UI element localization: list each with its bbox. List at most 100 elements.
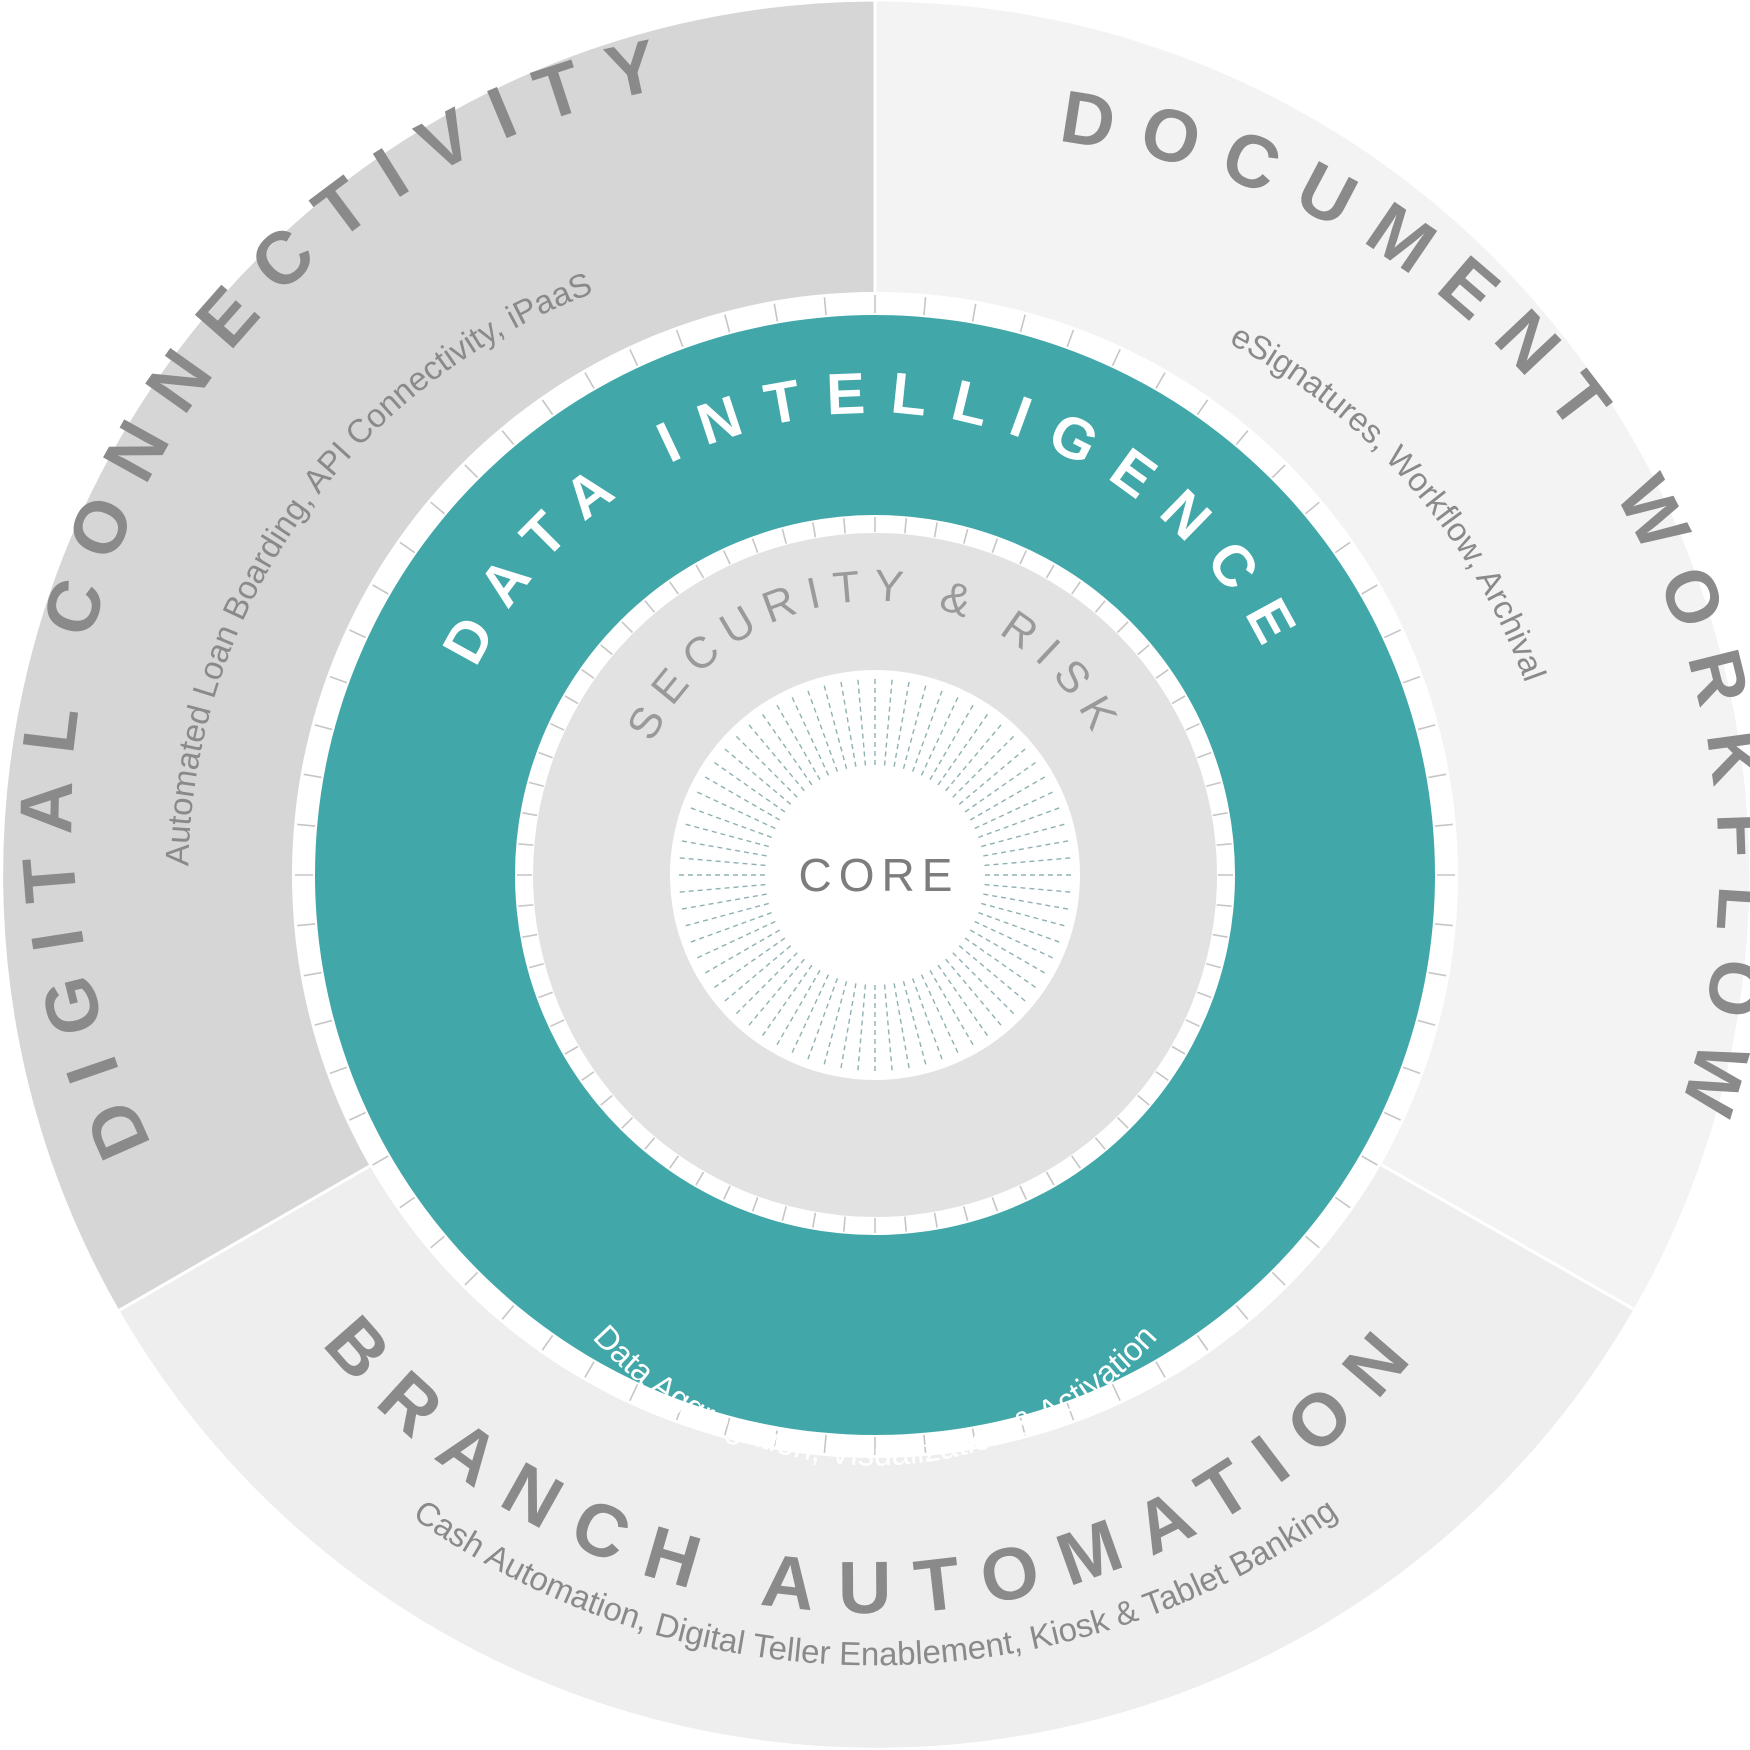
core-label: CORE	[799, 849, 960, 901]
inner-ring-tick	[669, 1155, 679, 1169]
inner-ring-tick	[751, 1197, 759, 1212]
inner-ring-tick	[1171, 695, 1186, 705]
inner-ring-tick	[550, 1019, 565, 1028]
inner-ring-tick	[1137, 1094, 1150, 1106]
outer-ring-tick	[773, 1428, 779, 1447]
outer-ring-tick	[584, 1361, 595, 1378]
inner-ring-tick	[564, 1045, 579, 1055]
outer-ring-tick	[823, 297, 827, 316]
outer-ring-tick	[724, 1417, 731, 1436]
outer-ring-tick	[1334, 1196, 1351, 1209]
outer-ring-tick	[1361, 584, 1378, 595]
inner-ring-tick	[621, 621, 634, 634]
inner-ring-tick	[518, 843, 534, 846]
outer-ring-tick	[349, 629, 366, 639]
outer-ring-tick	[464, 1271, 479, 1286]
inner-ring-tick	[722, 1185, 731, 1200]
inner-ring-tick	[644, 600, 656, 613]
inner-ring-tick	[695, 564, 705, 579]
inner-ring-tick	[1212, 933, 1228, 938]
outer-ring-tick	[1334, 541, 1351, 554]
outer-ring-tick	[430, 501, 445, 515]
outer-ring-tick	[1271, 464, 1286, 479]
outer-ring-tick	[773, 303, 779, 322]
inner-ring-tick	[781, 528, 788, 544]
inner-ring-tick	[1155, 1071, 1169, 1081]
outer-ring-tick	[923, 1434, 927, 1453]
outer-ring-tick	[372, 584, 389, 595]
outer-ring-tick	[501, 430, 515, 445]
inner-ring-tick	[781, 1206, 788, 1222]
inner-ring-tick	[1216, 843, 1232, 846]
outer-ring-tick	[1155, 1361, 1166, 1378]
inner-ring-tick	[581, 1071, 595, 1081]
outer-ring-tick	[314, 1019, 333, 1026]
inner-ring-tick	[1171, 1045, 1186, 1055]
outer-ring-tick	[1235, 430, 1249, 445]
outer-ring-tick	[297, 923, 316, 927]
inner-ring-tick	[528, 962, 544, 969]
outer-ring-tick	[971, 303, 977, 322]
outer-ring-tick	[675, 1402, 684, 1421]
inner-ring-tick	[1071, 581, 1081, 595]
outer-ring-tick	[1196, 399, 1209, 416]
outer-ring-tick	[1019, 314, 1026, 333]
inner-ring-tick	[538, 991, 553, 999]
outer-ring-tick	[303, 773, 322, 779]
inner-ring-tick	[1045, 564, 1055, 579]
inner-ring-tick	[1197, 751, 1212, 759]
outer-ring-tick	[629, 1384, 639, 1401]
inner-ring-tick	[644, 1137, 656, 1150]
inner-ring-tick	[991, 538, 999, 553]
inner-ring-tick	[522, 812, 538, 817]
inner-ring-tick	[550, 722, 565, 731]
outer-ring-tick	[1402, 675, 1421, 684]
inner-ring-tick	[1094, 1137, 1106, 1150]
outer-ring-tick	[1417, 724, 1436, 731]
inner-ring-tick	[962, 1206, 969, 1222]
outer-ring-tick	[823, 1434, 827, 1453]
inner-ring-tick	[1116, 621, 1129, 634]
outer-ring-tick	[303, 971, 322, 977]
inner-ring-tick	[695, 1171, 705, 1186]
outer-ring-tick	[541, 1334, 554, 1351]
inner-ring-tick	[581, 669, 595, 679]
outer-ring-tick	[329, 675, 348, 684]
outer-ring-tick	[1196, 1334, 1209, 1351]
inner-ring-tick	[812, 522, 817, 538]
inner-ring-tick	[1206, 781, 1222, 788]
outer-ring-tick	[1305, 501, 1320, 515]
inner-ring-tick	[1019, 1185, 1028, 1200]
core-circle	[670, 670, 1080, 1080]
inner-ring-tick	[904, 1216, 907, 1232]
outer-ring-tick	[399, 1196, 416, 1209]
outer-ring-tick	[923, 297, 927, 316]
inner-ring-tick	[904, 518, 907, 534]
inner-ring-tick	[1216, 904, 1232, 907]
outer-ring-tick	[349, 1111, 366, 1121]
inner-ring-tick	[522, 933, 538, 938]
outer-ring-tick	[541, 399, 554, 416]
inner-ring-tick	[564, 695, 579, 705]
outer-ring-tick	[1155, 372, 1166, 389]
outer-ring-tick	[372, 1155, 389, 1166]
inner-ring-tick	[722, 550, 731, 565]
inner-ring-tick	[1137, 644, 1150, 656]
outer-ring-tick	[399, 541, 416, 554]
outer-ring-tick	[1417, 1019, 1436, 1026]
outer-ring-tick	[1066, 1402, 1075, 1421]
inner-ring-ticks	[517, 517, 1233, 1233]
outer-ring-tick	[501, 1305, 515, 1320]
outer-ring-tick	[1428, 773, 1447, 779]
outer-ring-tick	[1111, 1384, 1121, 1401]
outer-ring-tick	[1384, 629, 1401, 639]
outer-ring-tick	[1305, 1235, 1320, 1249]
outer-ring-tick	[1066, 329, 1075, 348]
inner-ring-tick	[600, 1094, 613, 1106]
inner-ring-tick	[843, 1216, 846, 1232]
outer-ring-tick	[584, 372, 595, 389]
outer-ring-tick	[329, 1066, 348, 1075]
inner-ring-tick	[600, 644, 613, 656]
inner-ring-tick	[1019, 550, 1028, 565]
